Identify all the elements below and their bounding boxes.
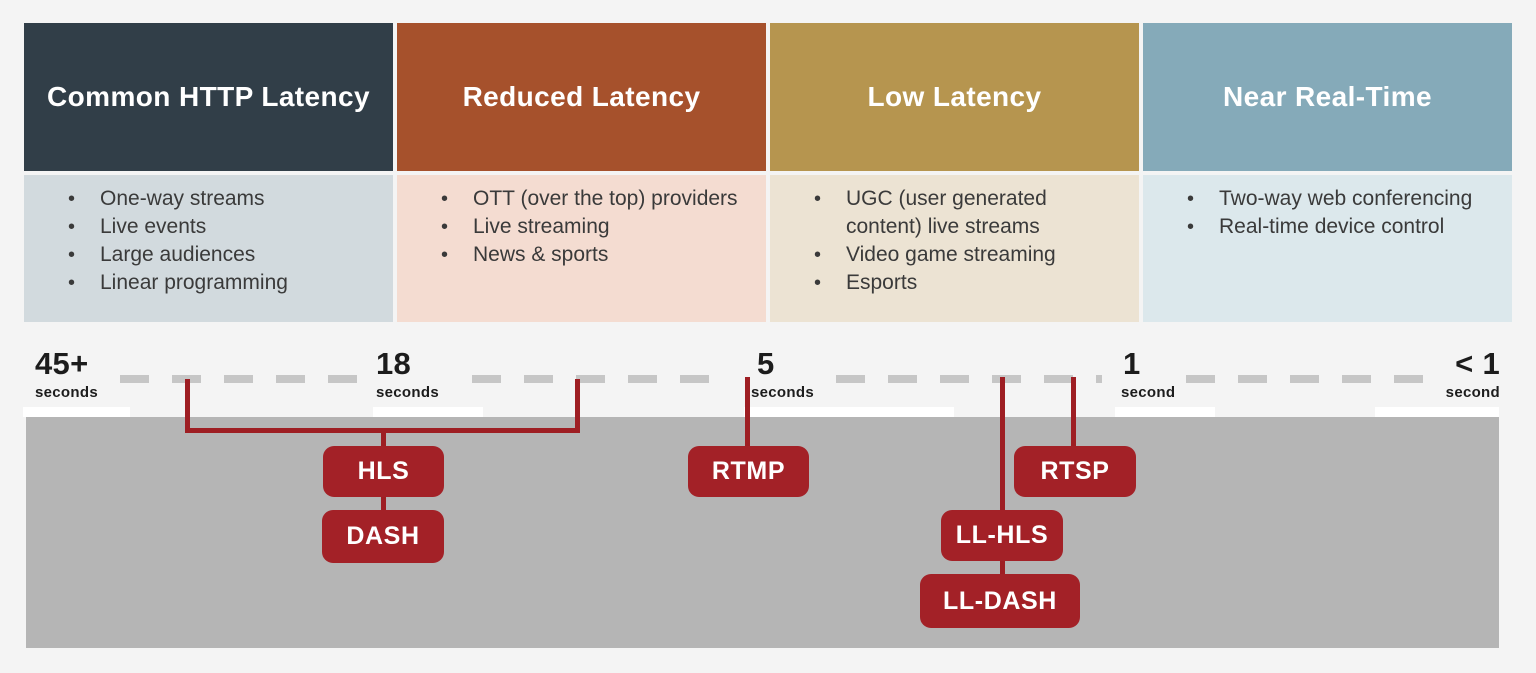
marker-unit: seconds <box>376 384 439 401</box>
marker-unit: seconds <box>35 384 98 401</box>
badge-label: DASH <box>346 522 420 550</box>
list-item: News & sports <box>441 241 746 269</box>
list-item: Real-time device control <box>1187 213 1492 241</box>
timeline-marker-18s: 18 seconds <box>376 346 439 402</box>
body-near-real-time: Two-way web conferencing Real-time devic… <box>1143 175 1512 322</box>
badge-label: LL-DASH <box>943 586 1057 615</box>
timeline-marker-sub1s: < 1 second <box>1445 346 1500 402</box>
connector-bracket-drop <box>381 430 386 448</box>
badge-label: HLS <box>357 457 410 485</box>
header-title: Common HTTP Latency <box>47 81 370 112</box>
header-title: Low Latency <box>867 81 1042 112</box>
label-backplate <box>1375 407 1499 417</box>
list-item: OTT (over the top) providers <box>441 185 746 213</box>
connector-ll-hls <box>1000 377 1005 513</box>
header-common-http-latency: Common HTTP Latency <box>24 23 393 171</box>
badge-label: RTMP <box>711 457 786 485</box>
list-item: Linear programming <box>68 269 373 297</box>
list-item: UGC (user generated content) live stream… <box>814 185 1119 241</box>
dashed-line-segment <box>120 375 362 383</box>
list-item: Large audiences <box>68 241 373 269</box>
marker-value: < 1 <box>1455 346 1500 381</box>
marker-value: 5 <box>757 346 775 381</box>
label-backplate <box>1115 407 1215 417</box>
body-low-latency: UGC (user generated content) live stream… <box>770 175 1139 322</box>
header-low-latency: Low Latency <box>770 23 1139 171</box>
dashed-line-segment <box>836 375 1102 383</box>
connector-hls-dash <box>381 494 386 513</box>
body-reduced-latency: OTT (over the top) providers Live stream… <box>397 175 766 322</box>
marker-unit: second <box>1121 384 1176 401</box>
category-body-row: One-way streams Live events Large audien… <box>24 175 1512 322</box>
list-item: One-way streams <box>68 185 373 213</box>
label-backplate <box>23 407 130 417</box>
header-reduced-latency: Reduced Latency <box>397 23 766 171</box>
dashed-line-segment <box>1186 375 1432 383</box>
protocol-badge-hls: HLS <box>323 446 444 497</box>
list-item: Live streaming <box>441 213 746 241</box>
connector-bracket-right <box>575 379 580 433</box>
header-near-real-time: Near Real-Time <box>1143 23 1512 171</box>
marker-value: 18 <box>376 346 412 381</box>
header-title: Reduced Latency <box>462 81 701 112</box>
list-item: Esports <box>814 269 1119 297</box>
bullet-list: UGC (user generated content) live stream… <box>770 185 1139 297</box>
connector-llhls-lldash <box>1000 558 1005 577</box>
marker-unit: seconds <box>751 384 814 401</box>
marker-value: 1 <box>1123 346 1141 381</box>
connector-rtmp <box>745 377 750 448</box>
header-title: Near Real-Time <box>1223 81 1432 112</box>
bullet-list: OTT (over the top) providers Live stream… <box>397 185 766 269</box>
bullet-list: Two-way web conferencing Real-time devic… <box>1143 185 1512 241</box>
connector-bracket-left <box>185 379 190 433</box>
marker-unit: second <box>1445 384 1500 401</box>
badge-label: LL-HLS <box>955 521 1049 549</box>
protocol-badge-rtsp: RTSP <box>1014 446 1136 497</box>
timeline-marker-5s: 5 seconds <box>751 346 814 402</box>
dashed-line-segment <box>472 375 716 383</box>
list-item: Two-way web conferencing <box>1187 185 1492 213</box>
marker-value: 45+ <box>35 346 89 381</box>
list-item: Video game streaming <box>814 241 1119 269</box>
badge-label: RTSP <box>1040 457 1110 485</box>
bullet-list: One-way streams Live events Large audien… <box>24 185 393 297</box>
label-backplate <box>373 407 483 417</box>
protocol-badge-ll-hls: LL-HLS <box>941 510 1063 561</box>
protocol-badge-dash: DASH <box>322 510 444 563</box>
body-common-http-latency: One-way streams Live events Large audien… <box>24 175 393 322</box>
protocol-badge-ll-dash: LL-DASH <box>920 574 1080 628</box>
list-item: Live events <box>68 213 373 241</box>
timeline-marker-45s: 45+ seconds <box>35 346 98 402</box>
category-header-row: Common HTTP Latency Reduced Latency Low … <box>24 23 1512 171</box>
connector-rtsp <box>1071 377 1076 448</box>
label-backplate <box>744 407 954 417</box>
protocol-badge-rtmp: RTMP <box>688 446 809 497</box>
timeline-marker-1s: 1 second <box>1121 346 1176 402</box>
